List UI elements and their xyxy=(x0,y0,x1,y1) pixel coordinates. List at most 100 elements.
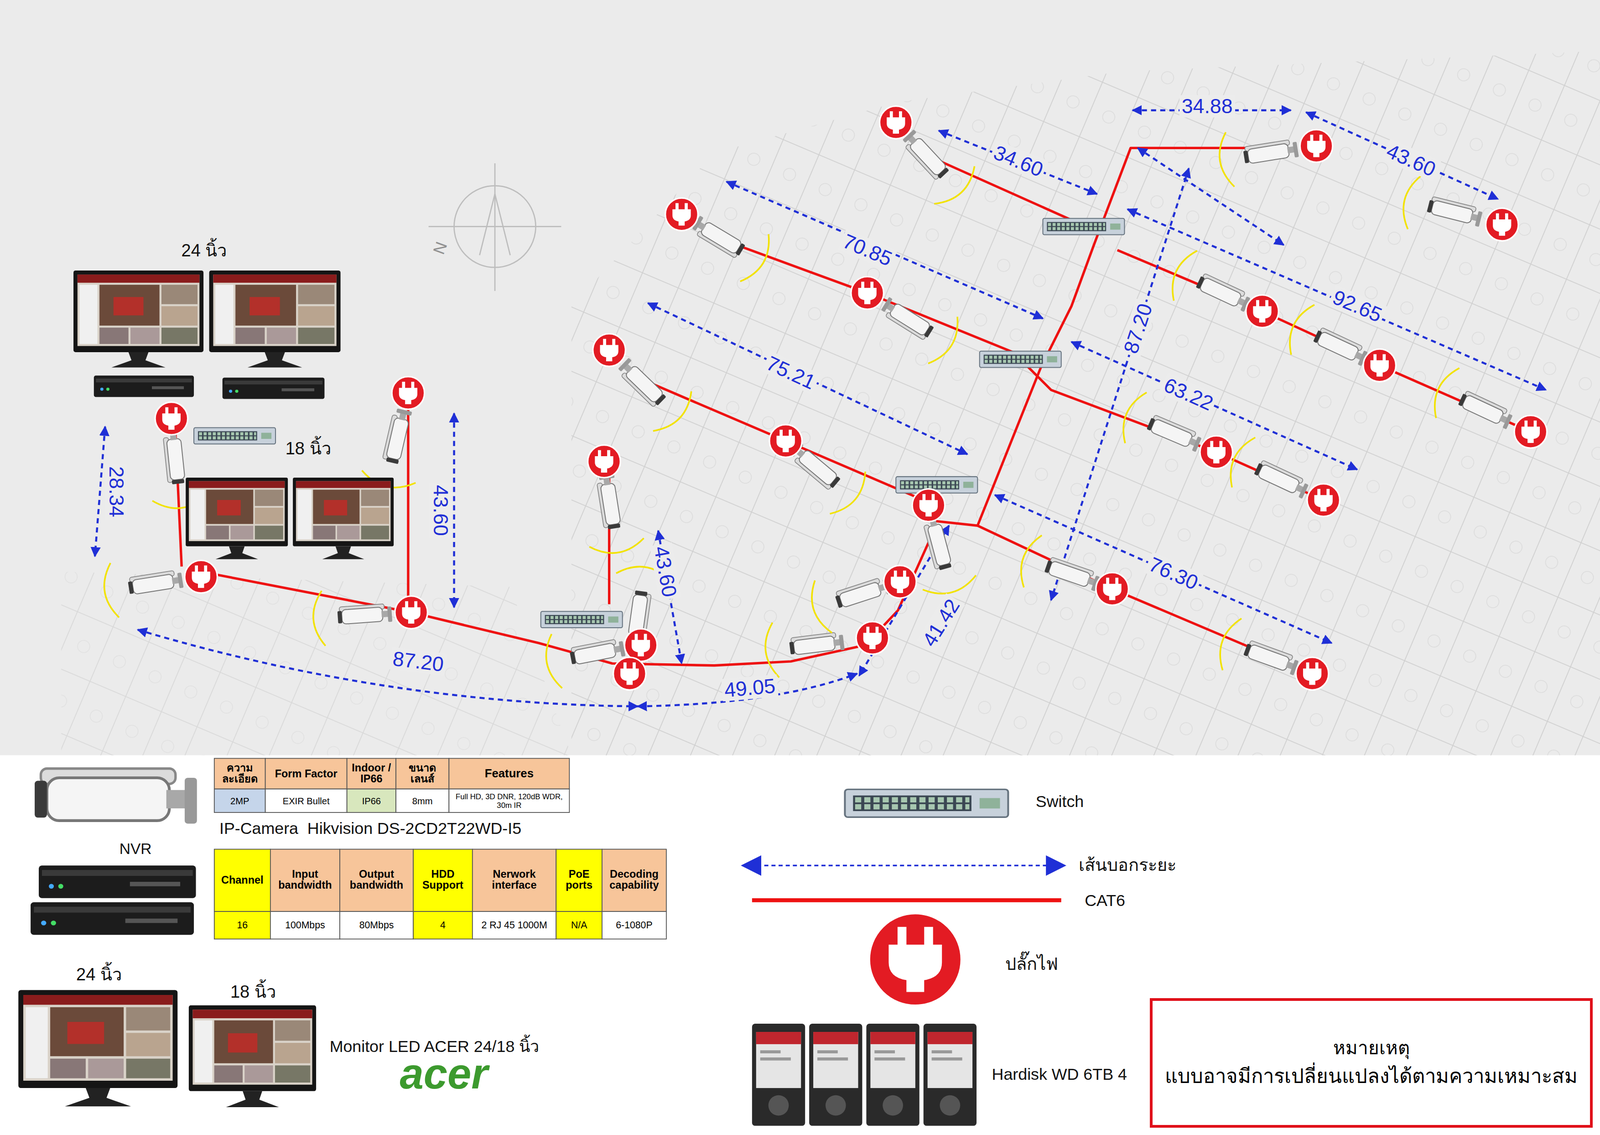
legend-monitor-picture-part xyxy=(188,1005,317,1107)
spec-table-grid-part xyxy=(395,758,449,789)
cat6-cable xyxy=(175,147,1531,674)
monitor-icon xyxy=(73,270,394,560)
power-plug-part xyxy=(912,488,946,522)
compass-symbol-part xyxy=(479,193,511,255)
spec-table-grid-part xyxy=(214,789,266,813)
power-plug-part xyxy=(665,197,699,231)
monitor-icon-part xyxy=(73,270,204,368)
spec-table-grid-part xyxy=(265,758,348,789)
spec-table-grid-part xyxy=(214,849,271,912)
legend-plug-sample xyxy=(867,911,963,1007)
legend-hdd-sample-part xyxy=(752,1023,806,1126)
note-box: หมายเหตุแบบอาจมีการเปลี่ยนแปลงได้ตามความ… xyxy=(1149,997,1593,1128)
distance-label: 34.88 xyxy=(1179,94,1236,118)
power-plug-part xyxy=(1299,129,1333,163)
table-header-text: Features xyxy=(450,767,568,780)
camera-icon-part xyxy=(1397,173,1488,246)
legend-plug-sample-part xyxy=(867,911,963,1007)
power-plug-part xyxy=(1514,415,1548,449)
nvr-icon-part xyxy=(222,377,325,400)
spec-table-grid-part xyxy=(555,849,603,912)
spec-table-grid-part xyxy=(472,911,556,939)
distance-label: 34.60 xyxy=(988,140,1049,182)
spec-table-grid-part xyxy=(214,758,266,789)
camera-icon-part xyxy=(1014,531,1107,610)
spec-table-grid-part xyxy=(395,789,449,813)
power-plug-part xyxy=(1096,572,1129,606)
spec-table-grid-part xyxy=(339,849,414,912)
legend-nvr-picture-part xyxy=(30,902,194,935)
nvr-icon-part xyxy=(93,375,194,397)
distance-line-part xyxy=(1127,209,1546,390)
power-plug-part xyxy=(856,621,889,655)
legend-text: NVR xyxy=(119,840,152,858)
table-cell-text: 2MP xyxy=(215,795,265,806)
distance-line xyxy=(94,110,1546,707)
legend-distance-sample-part xyxy=(742,864,1065,867)
legend-nvr-picture xyxy=(30,865,196,935)
spec-table-grid-part xyxy=(265,789,348,813)
spec-table-grid-part xyxy=(472,849,556,912)
power-plug-part xyxy=(1295,657,1329,691)
camera-icon-part xyxy=(870,280,967,369)
legend-text: Monitor LED ACER 24/18 นิ้ว xyxy=(329,1038,540,1056)
table-header-text: Decoding capability xyxy=(603,868,665,891)
table-cell-text: 6-1080P xyxy=(603,919,665,931)
legend-cat6-sample xyxy=(752,899,1062,901)
distance-label: 43.60 xyxy=(1381,138,1441,182)
legend-text: ปลั๊กไฟ xyxy=(1005,954,1059,974)
legend-camera-picture-part xyxy=(34,768,198,824)
table-header-text: ความ ละเอียด xyxy=(215,762,265,785)
compass-letter: N xyxy=(431,239,451,257)
table-header-text: Indoor / IP66 xyxy=(348,762,395,785)
distance-label: 49.05 xyxy=(721,674,779,702)
legend-hdd-sample-part xyxy=(923,1023,977,1126)
table-header-text: Nerwork interface xyxy=(473,868,555,891)
legend-monitor-picture-part xyxy=(18,989,178,1107)
note-title: หมายเหตุ xyxy=(1333,1036,1410,1060)
distance-label: 43.60 xyxy=(429,482,452,539)
table-cell-text: IP66 xyxy=(348,795,395,806)
spec-table-grid xyxy=(214,758,667,939)
distance-line-part xyxy=(938,130,1097,194)
power-plug-part xyxy=(394,596,428,629)
site-map-part xyxy=(61,571,572,756)
power-plug-part xyxy=(592,333,626,367)
monitor-icon-part xyxy=(185,477,288,560)
monitor-icon-part xyxy=(292,477,394,560)
compass-symbol xyxy=(428,163,562,291)
spec-table-grid-part xyxy=(347,789,396,813)
legend-hdd-sample xyxy=(752,1023,977,1126)
legend-text: IP-Camera Hikvision DS-2CD2T22WD-I5 xyxy=(219,819,522,838)
network-switch-part xyxy=(540,611,623,628)
nvr-icon xyxy=(93,375,325,399)
camera-icon-part xyxy=(762,614,847,679)
power-plug-part xyxy=(613,657,647,691)
distance-label: 75.21 xyxy=(760,350,821,395)
power-plug-part xyxy=(391,376,425,410)
camera-icon-part xyxy=(1426,363,1522,447)
legend-monitor-picture xyxy=(18,989,317,1107)
table-cell-text: 2 RJ 45 1000M xyxy=(473,919,555,931)
size-label: 18 นิ้ว xyxy=(285,439,332,459)
legend-cat6-sample-part xyxy=(752,898,1062,903)
spec-table-grid-part xyxy=(448,789,570,813)
table-header-text: Channel xyxy=(215,873,270,886)
power-plug-part xyxy=(883,565,917,599)
power-plug-part xyxy=(769,424,803,458)
map-photo-ground xyxy=(0,0,1600,756)
cat6-cable-part xyxy=(637,377,924,500)
table-header-text: PoE ports xyxy=(557,868,601,891)
spec-table-grid-part xyxy=(448,758,570,789)
distance-line-part xyxy=(726,181,1044,319)
distance-label: 41.42 xyxy=(916,592,966,653)
legend-hdd-sample-part xyxy=(866,1023,920,1126)
camera-icon-part xyxy=(1215,121,1302,188)
camera-icon-part xyxy=(578,470,646,557)
spec-table-grid-part xyxy=(602,911,667,939)
distance-line-part xyxy=(452,413,455,608)
legend-distance-sample xyxy=(742,864,1065,866)
camera-icon-part xyxy=(1222,433,1318,517)
